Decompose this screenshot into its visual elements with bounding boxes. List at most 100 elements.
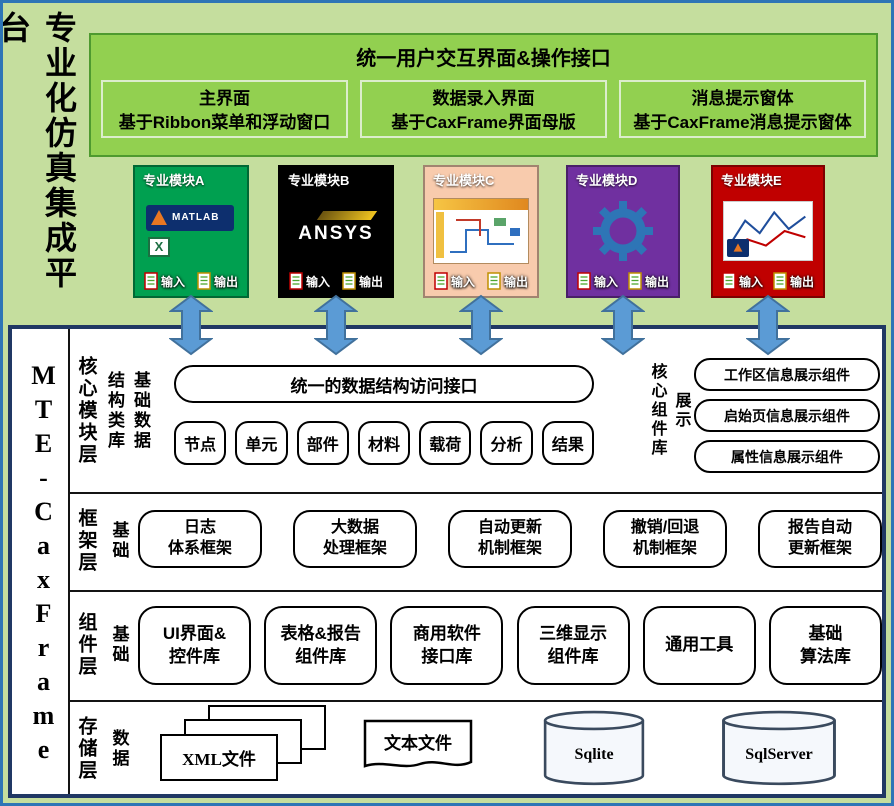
data-item: 单元 <box>235 421 288 465</box>
component-box: UI界面& 控件库 <box>138 606 251 685</box>
ui-panel-line1: 消息提示窗体 <box>691 89 794 108</box>
module-a: 专业模块A MATLAB X 输入 输出 <box>133 165 249 298</box>
output-group: 输出 <box>628 272 669 290</box>
workbench-titlebar <box>434 198 528 210</box>
bidirectional-arrow <box>169 294 213 356</box>
box-line2: 机制框架 <box>477 540 542 557</box>
input-doc-icon <box>434 272 448 290</box>
module-io-row: 输入 输出 <box>425 272 537 296</box>
module-io-row: 输入 输出 <box>280 272 392 296</box>
module-label: 专业模块C <box>433 173 495 188</box>
box-line2: 处理框架 <box>322 540 387 557</box>
box-line2: 接口库 <box>421 646 473 666</box>
sqlserver-database-icon: SqlServer <box>720 710 838 788</box>
display-group-name: 核心组件库 <box>645 329 668 492</box>
box-line2: 体系框架 <box>167 540 232 557</box>
framework-box: 日志 体系框架 <box>138 510 262 568</box>
module-b-art: ANSYS <box>280 189 392 272</box>
display-group-name-text: 核心组件库 <box>648 363 666 458</box>
output-doc-icon <box>197 272 211 290</box>
module-label: 专业模块E <box>721 173 782 188</box>
input-label: 输入 <box>306 275 331 289</box>
box-line2: 机制框架 <box>632 540 697 557</box>
data-item: 结果 <box>541 421 594 465</box>
input-label: 输入 <box>451 275 476 289</box>
box-line2: 组件库 <box>295 646 347 666</box>
storage-layer-sublabel: 数据 <box>106 700 132 798</box>
box-line1: 撤销/回退 <box>630 519 700 537</box>
framework-box: 撤销/回退 机制框架 <box>603 510 727 568</box>
display-component: 启始页信息展示组件 <box>694 399 880 432</box>
ui-panel-line2: 基于CaxFrame界面母版 <box>391 112 576 132</box>
ui-panel-message-window: 消息提示窗体 基于CaxFrame消息提示窗体 <box>619 80 866 138</box>
framework-box: 自动更新 机制框架 <box>448 510 572 568</box>
platform-title: 专业化仿真集成平台 <box>3 11 77 317</box>
framework-title-text: MTE-CaxFrame <box>29 361 58 769</box>
box-line1: 日志 <box>183 519 216 537</box>
ui-panel-line2: 基于CaxFrame消息提示窗体 <box>633 112 852 132</box>
module-c: 专业模块C 输入 输出 <box>423 165 539 298</box>
matlab-wordmark: MATLAB <box>172 212 220 223</box>
module-b: 专业模块B ANSYS 输入 输出 <box>278 165 394 298</box>
ui-panel-line1: 数据录入界面 <box>432 89 535 108</box>
box-line1: 表格&报告 <box>280 623 361 643</box>
core-layer-name: 核心模块层 <box>70 329 102 492</box>
ui-box-title: 统一用户交互界面&操作接口 <box>356 48 611 70</box>
layer-divider <box>70 590 882 592</box>
box-line1: 报告自动 <box>787 519 852 537</box>
output-group: 输出 <box>773 272 814 290</box>
xml-file-label: XML文件 <box>160 734 278 781</box>
module-label: 专业模块D <box>576 173 638 188</box>
bidirectional-arrow <box>459 294 503 356</box>
storage-layer-sublabel-text: 数据 <box>109 729 129 769</box>
framework-layer-sublabel-text: 基础 <box>109 521 129 561</box>
matlab-excel-logo: MATLAB X <box>144 202 238 260</box>
workbench-schematic <box>436 211 520 258</box>
matlab-membrane-icon <box>733 243 743 252</box>
core-layer-sublabel-2-text: 基础数据 <box>131 370 150 451</box>
data-item: 节点 <box>174 421 227 465</box>
box-line2: 控件库 <box>169 646 220 666</box>
cylinder-shape <box>543 710 645 786</box>
platform-title-text: 专业化仿真集成平台 <box>0 11 77 291</box>
box-line1: 商用软件 <box>412 623 481 643</box>
display-component: 属性信息展示组件 <box>694 440 880 473</box>
component-layer-name-text: 组件层 <box>75 612 97 678</box>
ui-panel-data-entry: 数据录入界面 基于CaxFrame界面母版 <box>360 80 607 138</box>
framework-layer-sublabel: 基础 <box>106 492 132 590</box>
excel-logo-icon: X <box>148 236 170 257</box>
gear-icon <box>593 200 653 261</box>
input-doc-icon <box>722 272 736 290</box>
module-c-art <box>425 189 537 272</box>
sqlserver-label: SqlServer <box>745 746 813 763</box>
matlab-mini-logo-icon <box>727 238 749 257</box>
module-d: 专业模块D 输入 <box>566 165 680 298</box>
data-structure-interface-box: 统一的数据结构访问接口 <box>174 365 594 403</box>
data-structure-items: 节点 单元 部件 材料 载荷 分析 结果 <box>174 421 594 465</box>
vertical-divider <box>68 329 70 794</box>
module-io-row: 输入 输出 <box>713 272 823 296</box>
component-box: 基础 算法库 <box>768 606 882 685</box>
core-layer-sublabel-2: 基础数据 <box>128 329 153 492</box>
output-doc-icon <box>342 272 356 290</box>
output-group: 输出 <box>197 272 238 290</box>
input-group: 输入 <box>434 272 475 290</box>
component-layer-sublabel: 基础 <box>106 590 132 700</box>
text-file-label: 文本文件 <box>384 734 452 753</box>
output-doc-icon <box>487 272 501 290</box>
core-layer-sublabel-1: 结构类库 <box>102 329 127 492</box>
module-d-art <box>568 189 678 272</box>
input-group: 输入 <box>289 272 330 290</box>
core-layer-sublabel-1-text: 结构类库 <box>105 370 124 451</box>
output-label: 输出 <box>789 275 814 289</box>
bidirectional-arrow <box>746 294 790 356</box>
sqlite-label: Sqlite <box>574 746 614 763</box>
input-label: 输入 <box>161 275 186 289</box>
ansys-logo: ANSYS <box>286 205 386 257</box>
framework-box: 报告自动 更新框架 <box>758 510 882 568</box>
xml-files-icon: XML文件 <box>158 705 338 795</box>
input-group: 输入 <box>144 272 185 290</box>
display-component-boxes: 工作区信息展示组件 启始页信息展示组件 属性信息展示组件 <box>694 358 880 481</box>
module-io-row: 输入 输出 <box>568 272 678 296</box>
